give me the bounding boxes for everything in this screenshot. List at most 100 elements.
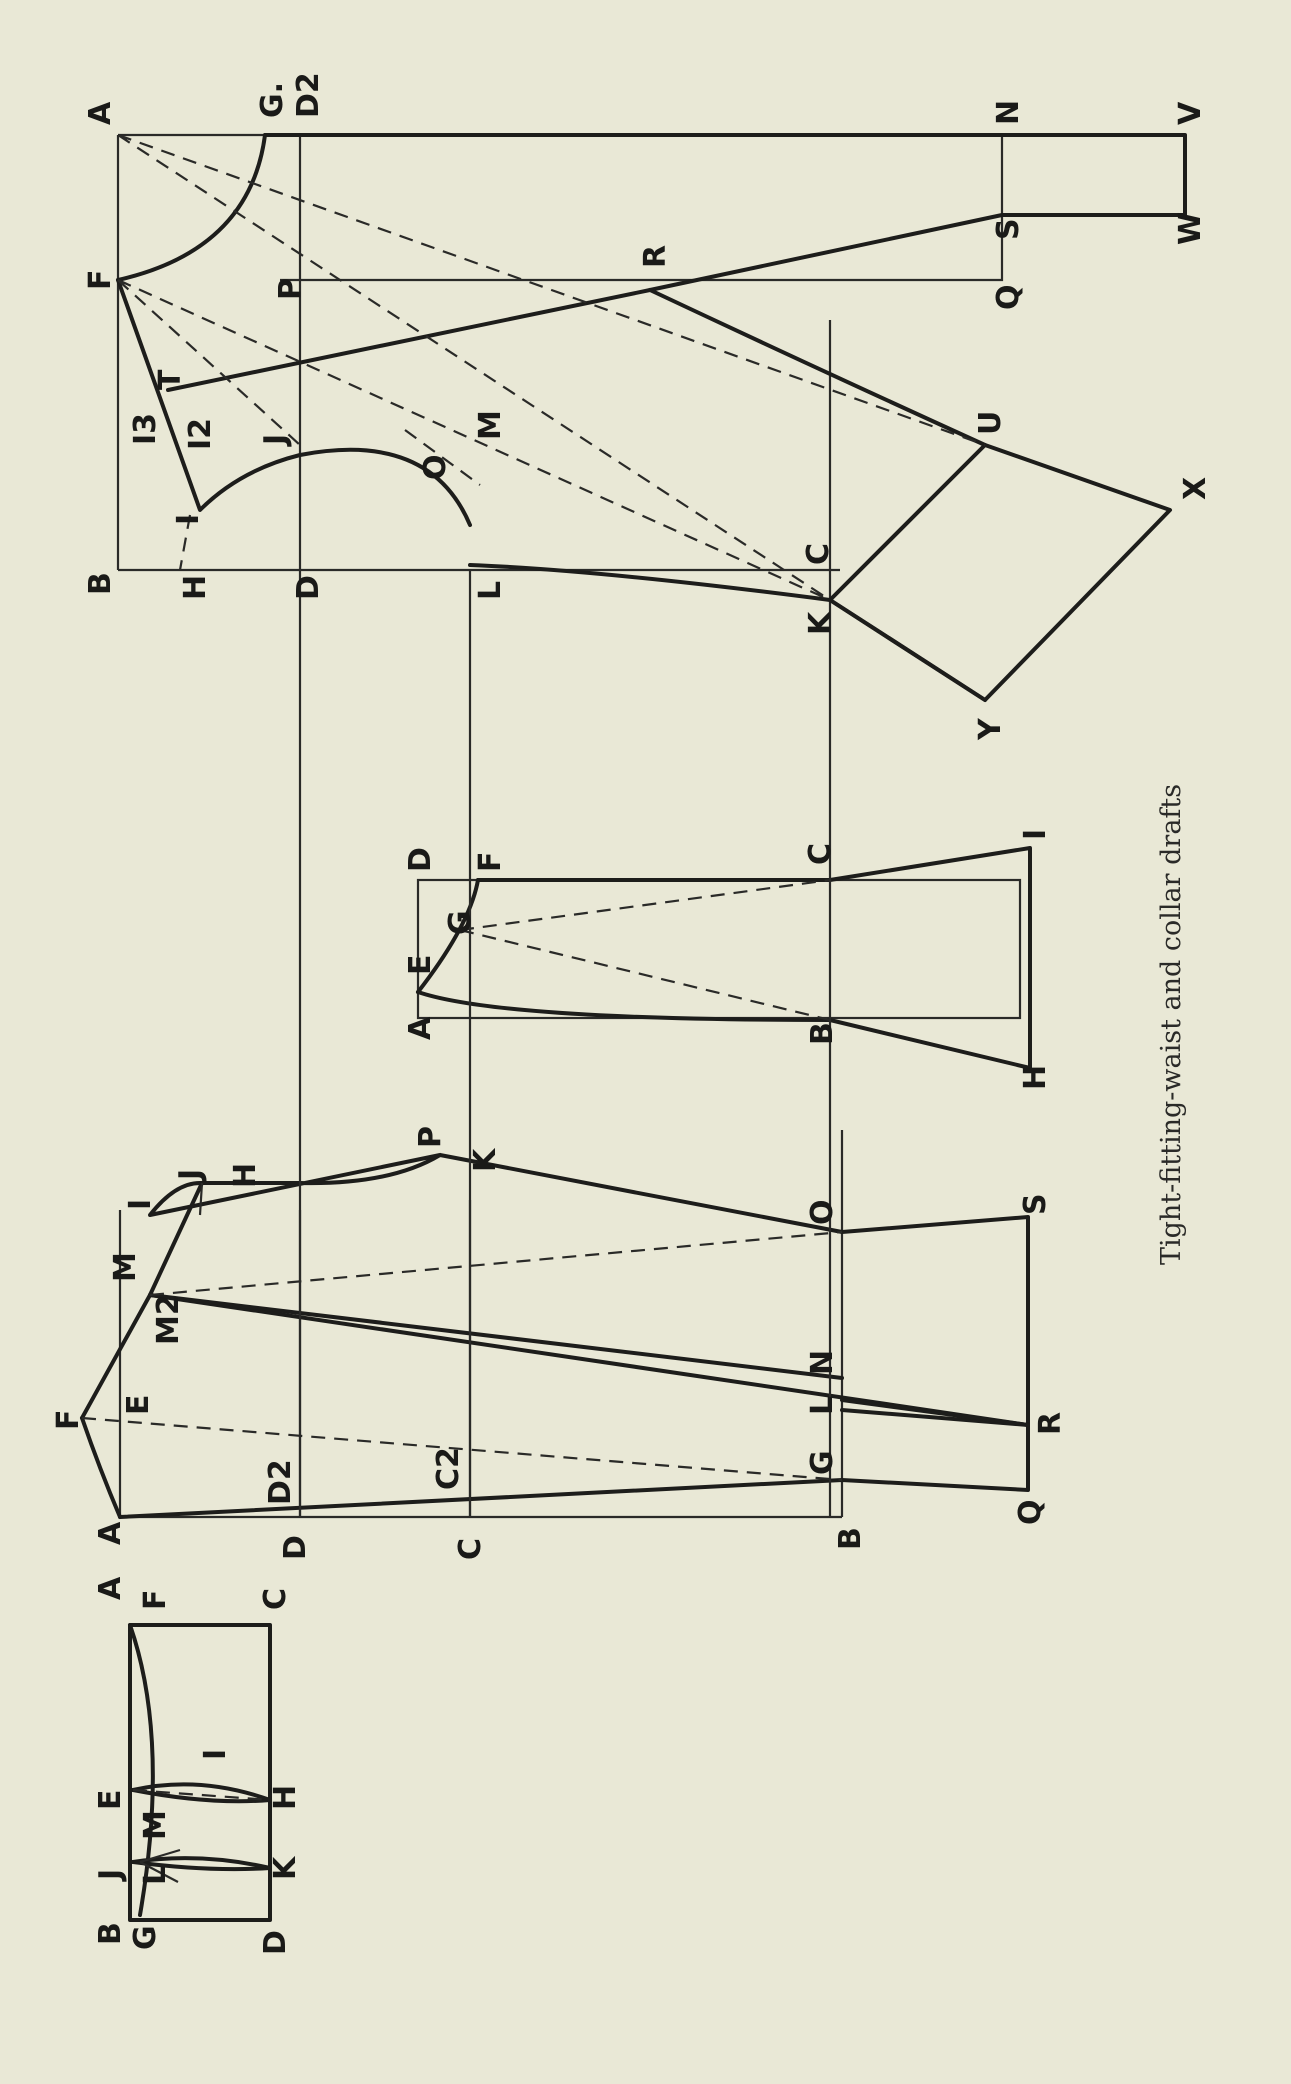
collar-dashes <box>459 878 831 1022</box>
label-f-u: U <box>973 411 1008 435</box>
label-f-q: Q <box>991 284 1026 310</box>
label-wb-g: G <box>805 1450 840 1475</box>
label-f-d: D <box>291 575 326 600</box>
label-wb-a: A <box>93 1521 128 1545</box>
label-k: K <box>268 1855 303 1880</box>
label-c-a: A <box>403 1016 438 1040</box>
label-c-b: B <box>805 1022 840 1045</box>
label-wb-o: O <box>805 1199 840 1225</box>
label-f-y: Y <box>973 717 1008 741</box>
label-f-f: F <box>83 270 118 291</box>
label-c-h: H <box>1018 1065 1053 1090</box>
label-c-f: F <box>473 852 508 873</box>
label-f-j: J <box>258 434 293 447</box>
label-c-i: I <box>1018 829 1053 840</box>
label-wb-i: I <box>123 1199 158 1210</box>
front-dash-h <box>178 514 192 571</box>
seam-r-n <box>840 1398 1030 1427</box>
front-neck <box>116 133 267 282</box>
label-f-r: R <box>638 245 673 268</box>
dart-e-lower <box>131 1782 272 1802</box>
label-b: B <box>93 1922 128 1945</box>
label-f-a: A <box>83 101 118 125</box>
label-wb-l: L <box>805 1396 840 1415</box>
label-i: I <box>198 1749 233 1760</box>
label-wb-b: B <box>833 1527 868 1550</box>
label-wb-f: F <box>51 1410 86 1431</box>
neck-curve <box>80 1416 122 1519</box>
label-wb-s: S <box>1018 1193 1053 1215</box>
label-wb-k: K <box>468 1147 503 1172</box>
label-wb-m2: M2 <box>151 1294 186 1345</box>
figure-caption: Tight-fitting-waist and collar drafts <box>1156 784 1187 1265</box>
label-f-n: N <box>991 100 1026 125</box>
label-wb-c: C <box>453 1538 488 1560</box>
label-f-s: S <box>991 218 1026 240</box>
back-outline <box>118 1153 1030 1519</box>
front-frame-top <box>116 133 1002 570</box>
small-draft-curve <box>128 1623 155 1917</box>
small-draft <box>128 1623 272 1922</box>
label-c: C <box>258 1588 293 1610</box>
label-wb-r: R <box>1033 1412 1068 1435</box>
label-wb-j: J <box>173 1169 208 1182</box>
label-wb-h: H <box>228 1163 263 1188</box>
front-peplum-right <box>828 443 1172 702</box>
seam-m2-l <box>148 1293 844 1380</box>
front-dash-o-m <box>404 429 481 486</box>
label-f-c: C <box>801 543 836 565</box>
front-dashes <box>117 133 986 602</box>
label-c-e: E <box>403 955 438 976</box>
labels: A F C B G J L M E I D K H A D C B Q F E … <box>51 72 1213 1955</box>
label-f-i3: I3 <box>128 413 163 445</box>
label-f-g: G. <box>255 82 290 118</box>
front-side <box>468 288 987 602</box>
front-armhole <box>116 278 472 527</box>
label-f-o: O <box>418 454 453 480</box>
label-f-v: V <box>1173 101 1208 125</box>
label-f-k: K <box>803 610 838 635</box>
label-f-i2: I2 <box>183 418 218 450</box>
label-f: F <box>138 1590 173 1611</box>
collar-frame <box>416 878 1022 1020</box>
label-wb-c2: C2 <box>431 1447 466 1490</box>
label-f-i: I <box>171 514 206 525</box>
label-d: D <box>258 1930 293 1955</box>
label-f-b: B <box>83 572 118 595</box>
label-h: H <box>268 1785 303 1810</box>
label-c-d: D <box>403 847 438 872</box>
label-f-d2: D2 <box>291 72 326 118</box>
collar-curve <box>416 878 480 994</box>
label-c-c: C <box>803 843 838 865</box>
collar-draft <box>416 846 1032 1070</box>
label-f-l: L <box>473 581 508 600</box>
label-f-t: T <box>153 369 188 390</box>
waist-front-draft <box>116 133 1187 1517</box>
small-draft-frame <box>128 1623 272 1922</box>
label-f-m: M <box>473 410 508 440</box>
label-g: G <box>128 1925 163 1950</box>
label-wb-n: N <box>805 1350 840 1375</box>
label-f-h: H <box>178 575 213 600</box>
front-outline-upper <box>166 133 1187 392</box>
label-f-w: W <box>1173 212 1208 245</box>
label-m: M <box>138 1810 173 1840</box>
dart-j-dashes <box>139 1848 181 1883</box>
label-wb-q: Q <box>1013 1499 1048 1525</box>
label-wb-d2: D2 <box>263 1459 298 1505</box>
waist-back-draft <box>80 1130 1030 1519</box>
label-wb-p: P <box>413 1126 448 1148</box>
dart-j-upper <box>131 1860 272 1872</box>
label-j: J <box>93 1869 128 1882</box>
front-peplum-left <box>828 598 987 702</box>
dart-e-upper <box>131 1788 272 1804</box>
label-c-g: G <box>443 910 478 935</box>
label-f-p: P <box>273 278 308 300</box>
label-l: L <box>138 1866 173 1885</box>
dash-f-g <box>81 1416 843 1482</box>
line-j-i <box>198 1182 204 1216</box>
label-wb-m: M <box>108 1252 143 1282</box>
label-f-x: X <box>1178 477 1213 500</box>
